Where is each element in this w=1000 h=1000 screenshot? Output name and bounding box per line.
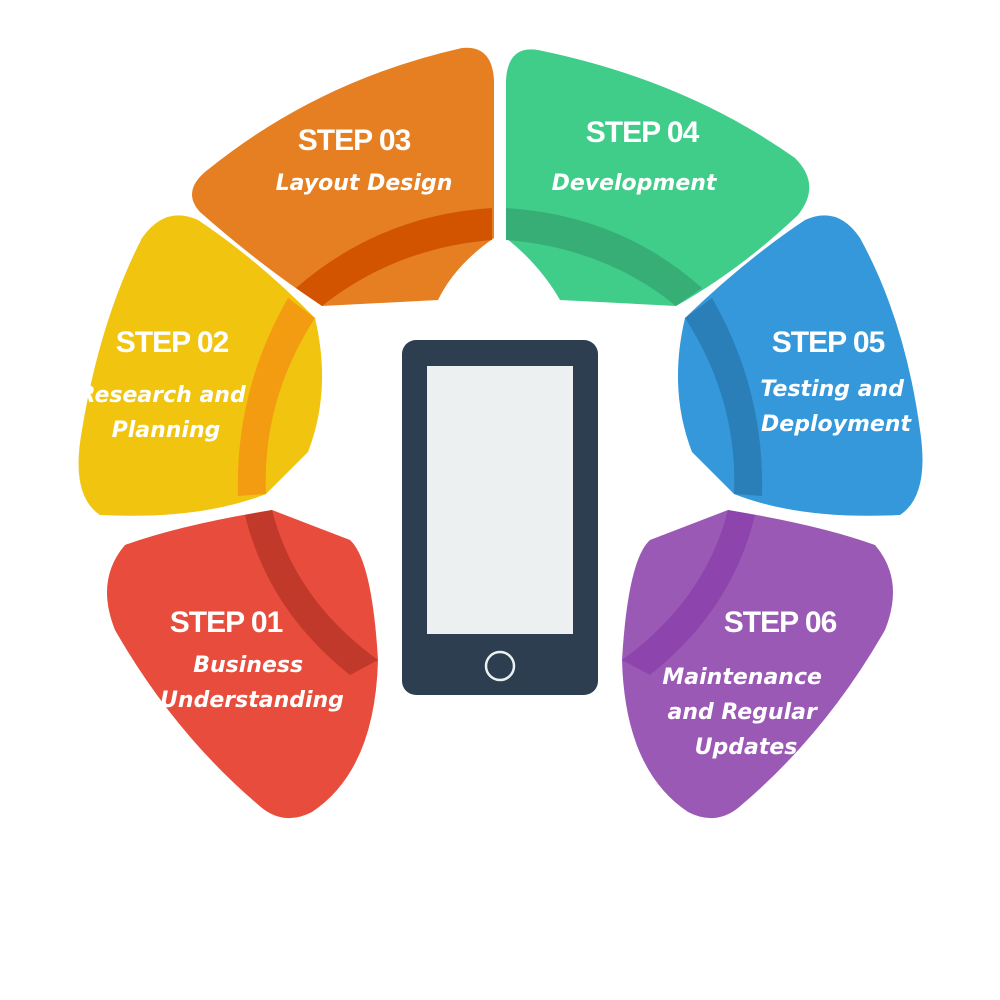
- step-03-description: Layout Design: [276, 171, 453, 196]
- step-01-description-line-1: Business: [193, 653, 303, 678]
- step-06-description-line-1: Maintenance: [662, 665, 822, 690]
- step-02-description-line-1: Research and: [79, 383, 246, 408]
- smartphone-screen: [427, 366, 573, 634]
- step-01-band: [245, 510, 378, 675]
- step-01-description-line-2: Understanding: [160, 688, 344, 713]
- smartphone-home-button: [484, 650, 516, 682]
- smartphone-icon: [402, 340, 598, 695]
- step-02-description-line-2: Planning: [112, 418, 221, 443]
- step-03-description-line-1: Layout Design: [276, 171, 453, 196]
- step-06-title: STEP 06: [724, 606, 837, 639]
- step-06-description: Maintenance and Regular Updates: [662, 665, 829, 760]
- step-03-band: [296, 208, 492, 306]
- step-06-segment: STEP 06 Maintenance and Regular Updates: [622, 510, 893, 819]
- step-05-description-line-1: Testing and: [760, 377, 904, 402]
- step-05-description-line-2: Deployment: [761, 412, 912, 437]
- step-01-shape: [107, 510, 378, 819]
- step-01-description: Business Understanding: [160, 653, 344, 713]
- step-03-title: STEP 03: [298, 124, 411, 157]
- step-06-band: [622, 510, 755, 675]
- step-05-band: [685, 298, 763, 496]
- step-02-description: Research and Planning: [79, 383, 254, 443]
- step-04-title: STEP 04: [586, 116, 700, 149]
- step-04-description-line-1: Development: [552, 171, 718, 196]
- step-02-title: STEP 02: [116, 326, 229, 359]
- step-06-description-line-2: and Regular: [668, 700, 818, 725]
- step-05-description: Testing and Deployment: [760, 377, 912, 437]
- step-05-segment: STEP 05 Testing and Deployment: [677, 215, 923, 516]
- step-02-band: [237, 298, 315, 496]
- step-04-segment: STEP 04 Development: [506, 49, 810, 306]
- step-05-title: STEP 05: [772, 326, 885, 359]
- step-01-segment: STEP 01 Business Understanding: [107, 510, 378, 819]
- step-06-shape: [622, 510, 893, 819]
- step-01-title: STEP 01: [170, 606, 283, 639]
- step-06-description-line-3: Updates: [695, 735, 798, 760]
- step-04-description: Development: [552, 171, 718, 196]
- step-02-segment: STEP 02 Research and Planning: [78, 215, 323, 516]
- step-04-band: [506, 208, 702, 306]
- step-03-segment: STEP 03 Layout Design: [192, 47, 494, 307]
